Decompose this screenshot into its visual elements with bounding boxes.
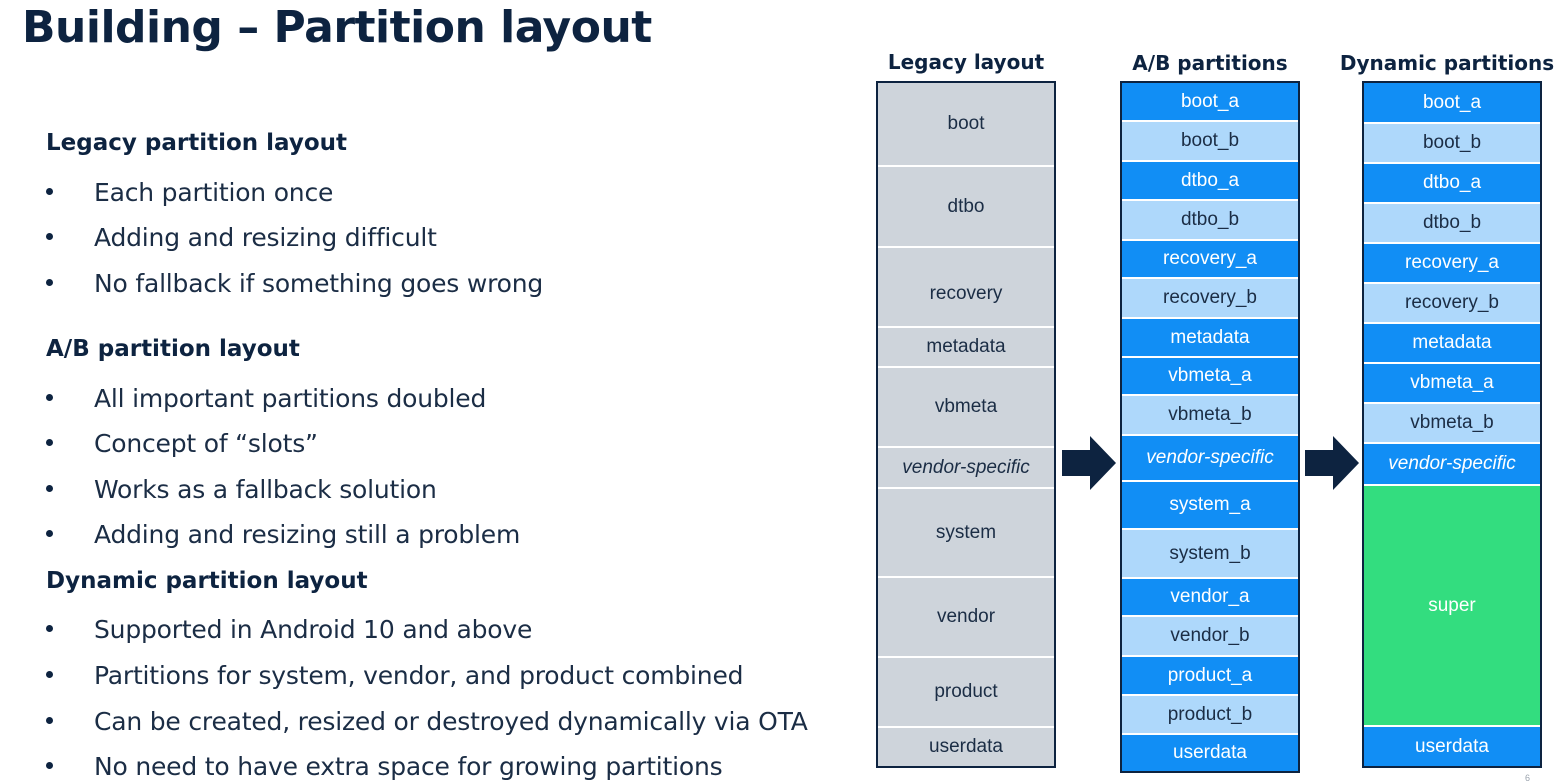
partition-cell: vbmeta_a: [1122, 358, 1298, 396]
partition-cell: vendor-specific: [1122, 436, 1298, 482]
column-title-ab: A/B partitions: [1132, 51, 1288, 75]
ab-layout-column: boot_a boot_b dtbo_a dtbo_b recovery_a r…: [1120, 81, 1300, 773]
bullet-dot-icon: [46, 625, 53, 632]
right-arrow-icon: [1305, 436, 1359, 490]
partition-cell: boot: [878, 83, 1054, 167]
partition-cell: recovery_a: [1122, 241, 1298, 279]
partition-cell: vbmeta_a: [1364, 364, 1540, 404]
partition-cell: vendor_b: [1122, 617, 1298, 657]
bullet-dot-icon: [46, 485, 53, 492]
partition-cell-super: super: [1364, 486, 1540, 727]
partition-cell: boot_b: [1364, 124, 1540, 164]
partition-cell: product_a: [1122, 657, 1298, 696]
partition-cell: system_b: [1122, 530, 1298, 579]
column-title-dynamic: Dynamic partitions: [1339, 51, 1555, 75]
bullet-dot-icon: [46, 394, 53, 401]
partition-cell: userdata: [1364, 727, 1540, 766]
partition-cell: product: [878, 658, 1054, 728]
partition-cell: boot_b: [1122, 122, 1298, 162]
partition-cell: metadata: [878, 328, 1054, 368]
dynamic-layout-column: boot_a boot_b dtbo_a dtbo_b recovery_a r…: [1362, 81, 1542, 768]
bullet-dot-icon: [46, 762, 53, 769]
partition-cell: dtbo_b: [1122, 201, 1298, 241]
partition-cell: vbmeta: [878, 368, 1054, 448]
partition-cell: userdata: [878, 728, 1054, 766]
partition-cell: metadata: [1364, 324, 1540, 364]
partition-cell: recovery_b: [1364, 284, 1540, 324]
partition-cell: boot_a: [1364, 83, 1540, 124]
right-arrow-icon: [1062, 436, 1116, 490]
bullet-dot-icon: [46, 717, 53, 724]
partition-cell: recovery_b: [1122, 279, 1298, 319]
section-heading-ab: A/B partition layout: [46, 336, 300, 362]
bullet-dot-icon: [46, 279, 53, 286]
partition-cell: recovery: [878, 248, 1054, 328]
section-heading-legacy: Legacy partition layout: [46, 130, 347, 156]
page-number: 6: [1524, 773, 1530, 783]
partition-cell: metadata: [1122, 319, 1298, 358]
slide-title: Building – Partition layout: [22, 2, 652, 53]
bullet-dot-icon: [46, 188, 53, 195]
partition-cell: dtbo_a: [1122, 162, 1298, 201]
partition-cell: boot_a: [1122, 83, 1298, 122]
partition-cell: product_b: [1122, 696, 1298, 735]
bullet-dot-icon: [46, 671, 53, 678]
partition-cell: userdata: [1122, 735, 1298, 771]
partition-cell: dtbo_a: [1364, 164, 1540, 204]
partition-cell: dtbo_b: [1364, 204, 1540, 244]
column-title-legacy: Legacy layout: [887, 50, 1045, 74]
partition-cell: dtbo: [878, 167, 1054, 248]
partition-cell: vendor-specific: [1364, 444, 1540, 486]
partition-cell: recovery_a: [1364, 244, 1540, 284]
partition-cell: vbmeta_b: [1364, 404, 1540, 444]
legacy-layout-column: boot dtbo recovery metadata vbmeta vendo…: [876, 81, 1056, 768]
partition-cell: system: [878, 489, 1054, 578]
partition-cell: vendor-specific: [878, 448, 1054, 489]
bullet-dot-icon: [46, 439, 53, 446]
partition-cell: vendor_a: [1122, 579, 1298, 617]
partition-cell: vbmeta_b: [1122, 396, 1298, 436]
bullet-dot-icon: [46, 233, 53, 240]
bullet-dot-icon: [46, 530, 53, 537]
section-heading-dynamic: Dynamic partition layout: [46, 568, 368, 594]
partition-cell: system_a: [1122, 482, 1298, 530]
partition-cell: vendor: [878, 578, 1054, 658]
